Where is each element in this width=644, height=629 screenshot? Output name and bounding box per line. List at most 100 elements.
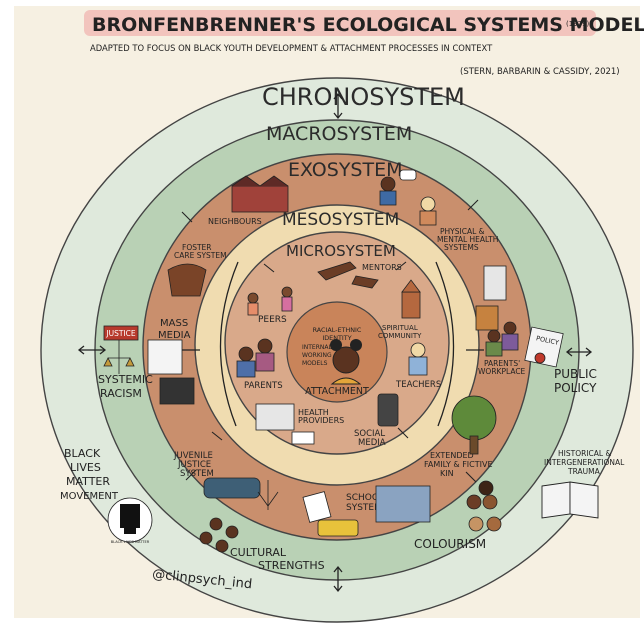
macrosystem-pictograms: JUSTICE POLICY <box>103 325 564 553</box>
horizontal-arrows <box>77 345 593 357</box>
peers-icon <box>247 292 259 304</box>
spiritual-line1: SPIRITUAL <box>382 324 418 332</box>
blm-badge-text: BLACK LIVES MATTER <box>111 540 150 544</box>
microsystem-label: MICROSYSTEM <box>286 242 396 260</box>
historical-trauma-line1: HISTORICAL & <box>558 449 611 458</box>
health-providers-line1: HEALTH <box>298 408 329 417</box>
policy-seal-icon <box>534 352 546 364</box>
health-systems-line3: SYSTEMS <box>444 243 479 252</box>
police-car-icon <box>203 477 261 499</box>
ambulance-icon <box>291 431 315 445</box>
juvenile-line2: JUSTICE <box>177 460 211 470</box>
mass-media-line1: MASS <box>160 318 188 329</box>
microsystem-pictograms <box>236 261 428 445</box>
hospital-icon <box>255 403 295 431</box>
mesosystem-curved-arrows <box>219 261 455 427</box>
newspaper-icon <box>147 339 183 375</box>
scales-icon <box>257 480 279 510</box>
public-policy-line1: PUBLIC <box>554 367 597 381</box>
shop-building-icon <box>475 305 499 331</box>
social-media-line2: MEDIA <box>358 438 386 448</box>
neighbours-label: NEIGHBOURS <box>208 217 262 226</box>
cultural-strengths-line1: CULTURAL <box>230 546 287 559</box>
cultural-strengths-line2: STRENGTHS <box>258 559 325 572</box>
juvenile-line3: SYSTEM <box>180 469 214 479</box>
extended-family-line1: EXTENDED <box>430 451 474 460</box>
parents-icon <box>238 346 254 362</box>
svg-text:JUSTICE: JUSTICE <box>105 329 135 338</box>
exosystem-pictograms <box>147 169 519 537</box>
peers-label: PEERS <box>258 315 287 325</box>
diagonal-arrows <box>181 199 479 483</box>
justice-sign-icon <box>103 325 139 341</box>
policy-document-icon <box>524 326 564 368</box>
blm-line4: MOVEMENT <box>60 491 119 502</box>
church-icon <box>401 291 421 319</box>
speech-bubble-icon <box>399 169 417 181</box>
office-building-icon <box>483 265 507 301</box>
colourism-label: COLOURISM <box>414 537 486 551</box>
justice-scales-icon <box>103 340 135 374</box>
foster-line2: CARE SYSTEM <box>174 251 227 260</box>
parents-label: PARENTS <box>244 381 283 391</box>
title-banner <box>84 10 596 36</box>
chronosystem-label: CHRONOSYSTEM <box>262 83 465 111</box>
phone-icon <box>377 393 399 427</box>
school-system-line2: SYSTEM <box>346 503 382 513</box>
child-figure <box>330 339 362 385</box>
mesosystem-label: MESOSYSTEM <box>282 210 399 230</box>
houses-icon <box>231 185 289 213</box>
workplace-line2: WORKPLACE <box>478 367 526 376</box>
iwm-line1: INTERNAL <box>302 344 332 351</box>
health-providers-line2: PROVIDERS <box>298 416 344 425</box>
spiritual-line2: COMMUNITY <box>378 332 422 340</box>
health-systems-line1: PHYSICAL & <box>440 227 485 236</box>
tv-icon <box>159 377 195 405</box>
blm-line1: BLACK <box>64 447 101 460</box>
workers-icon <box>487 329 501 343</box>
school-system-line1: SCHOOL <box>346 493 384 503</box>
racial-identity-line1: RACIAL-ETHNIC <box>313 326 362 334</box>
teacher-icon <box>410 342 426 358</box>
open-book-icon <box>541 481 599 519</box>
exosystem-label: EXOSYSTEM <box>288 159 403 181</box>
blm-fist-icon <box>107 497 153 543</box>
citation: (STERN, BARBARIN & CASSIDY, 2021) <box>460 67 620 77</box>
health-systems-line2: MENTAL HEALTH <box>437 235 498 244</box>
mentors-label: MENTORS <box>362 263 402 272</box>
extended-family-line2: FAMILY & FICTIVE <box>424 460 493 469</box>
teachers-label: TEACHERS <box>395 380 441 390</box>
title-year: (1979) <box>566 20 590 28</box>
iwm-line3: MODELS <box>302 360 328 367</box>
attachment-label: ATTACHMENT <box>305 386 369 397</box>
workplace-line1: PARENTS' <box>484 359 520 368</box>
report-card-icon <box>302 491 332 523</box>
juvenile-line1: JUVENILE <box>173 451 213 461</box>
vertical-arrows <box>333 92 343 593</box>
family-tree-icon <box>451 395 497 441</box>
school-building-icon <box>375 485 431 523</box>
systemic-racism-line2: RACISM <box>100 387 142 400</box>
historical-trauma-line3: TRAUMA <box>567 467 601 476</box>
foster-care-hands-icon <box>167 263 207 297</box>
extended-family-line3: KIN <box>440 469 454 478</box>
racial-identity-line2: IDENTITY <box>322 334 351 342</box>
subtitle: ADAPTED TO FOCUS ON BLACK YOUTH DEVELOPM… <box>90 43 493 53</box>
historical-trauma-line2: INTERGENERATIONAL <box>544 458 625 467</box>
public-policy-line2: POLICY <box>554 381 597 395</box>
mentors-hands-icon <box>317 261 357 281</box>
systemic-racism-line1: SYSTEMIC <box>98 373 153 386</box>
blm-line2: LIVES <box>70 461 101 474</box>
macrosystem-label: MACROSYSTEM <box>266 123 412 145</box>
blm-line3: MATTER <box>66 475 110 488</box>
iwm-line2: WORKING <box>302 352 332 359</box>
foster-line1: FOSTER <box>182 243 212 252</box>
main-title: BRONFENBRENNER'S ECOLOGICAL SYSTEMS MODE… <box>92 14 644 36</box>
cultural-strengths-icon <box>199 517 239 553</box>
social-media-line1: SOCIAL <box>354 429 385 439</box>
doctor-icon <box>380 176 396 192</box>
mass-media-line2: MEDIA <box>158 330 191 341</box>
school-bus-icon <box>317 519 359 537</box>
